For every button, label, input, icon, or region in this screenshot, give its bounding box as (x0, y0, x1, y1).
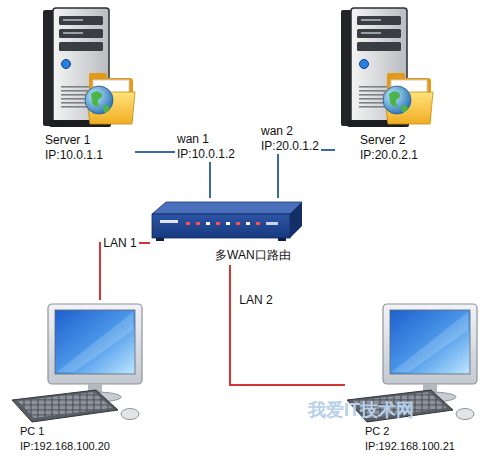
router-icon-part (152, 202, 302, 214)
router-icon-part (152, 214, 290, 238)
network-cable (230, 265, 345, 385)
server-1-icon (43, 8, 135, 127)
device-name: Server 1 (45, 133, 90, 148)
router-icon-part (216, 222, 220, 225)
pc-1-icon (12, 304, 142, 422)
device-name: PC 1 (20, 424, 44, 439)
router-icon-part (156, 238, 164, 241)
router-icon-part (186, 222, 190, 225)
lan-label: LAN 2 (237, 293, 274, 308)
pc-box: PC 2IP:192.168.100.21 (345, 300, 485, 456)
ip-address: IP:20.0.2.1 (360, 148, 418, 163)
router-icon-part (196, 222, 200, 225)
router-icon-part (160, 220, 178, 223)
pc-box: PC 1IP:192.168.100.20 (10, 300, 145, 456)
server-box: Server 2IP:20.0.2.1 (335, 8, 435, 165)
server-box: Server 1IP:10.0.1.1 (35, 8, 135, 165)
watermark: 我爱IT技术网 (308, 399, 414, 421)
router-icon-part (290, 202, 302, 238)
wan-label: wan 1 IP:10.0.1.2 (175, 132, 237, 162)
router-box: 多WAN口路由 (150, 198, 304, 265)
ip-address: IP:192.168.100.20 (20, 439, 110, 454)
router-icon-part (278, 238, 286, 241)
router-icon-part (236, 222, 240, 225)
router-icon-part (246, 222, 250, 225)
router-icon (152, 202, 302, 241)
server-2-icon (341, 8, 433, 127)
device-name: Server 2 (360, 133, 405, 148)
device-name: PC 2 (365, 424, 389, 439)
router-icon-part (266, 222, 278, 225)
router-icon-part (206, 222, 210, 225)
ip-address: IP:10.0.1.1 (45, 148, 103, 163)
router-icon-part (226, 222, 230, 225)
router-icon-part (256, 222, 260, 225)
network-cable (278, 150, 335, 198)
lan-label: LAN 1 (101, 236, 138, 251)
device-name: 多WAN口路由 (215, 248, 291, 263)
wan-label: wan 2 IP:20.0.1.2 (259, 124, 321, 154)
network-cable (100, 243, 150, 300)
ip-address: IP:192.168.100.21 (365, 439, 455, 454)
